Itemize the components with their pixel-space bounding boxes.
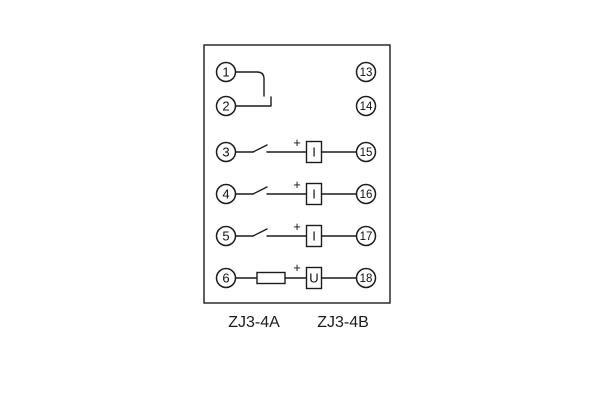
terminal-number: 17 bbox=[360, 231, 373, 243]
model-label-a: ZJ3-4A bbox=[228, 314, 280, 331]
terminal-circle bbox=[355, 141, 377, 163]
polarity-plus-label: + bbox=[293, 177, 301, 192]
terminal-circle bbox=[355, 267, 377, 289]
terminal-number: 3 bbox=[222, 145, 229, 160]
terminal-number: 4 bbox=[222, 187, 229, 202]
current-element-label: I bbox=[312, 229, 316, 244]
terminal-15: 15 bbox=[355, 141, 377, 163]
terminal-circle bbox=[355, 183, 377, 205]
terminal-16: 16 bbox=[355, 183, 377, 205]
polarity-plus-label: + bbox=[293, 260, 301, 275]
terminal-6: 6 bbox=[215, 267, 237, 289]
resistor-symbol bbox=[256, 271, 286, 285]
terminal-1: 1 bbox=[215, 61, 237, 83]
terminal-4: 4 bbox=[215, 183, 237, 205]
terminal-2: 2 bbox=[215, 95, 237, 117]
terminal-circle bbox=[355, 225, 377, 247]
terminal-circle bbox=[355, 61, 377, 83]
terminal-number: 6 bbox=[222, 271, 229, 286]
terminal-number: 15 bbox=[360, 147, 373, 159]
current-element-label: I bbox=[312, 145, 316, 160]
terminal-number: 14 bbox=[360, 101, 373, 113]
diagram-frame bbox=[203, 44, 391, 304]
current-element-label: I bbox=[312, 187, 316, 202]
polarity-plus-label: + bbox=[293, 135, 301, 150]
terminal-number: 2 bbox=[222, 99, 229, 114]
terminal-number: 18 bbox=[360, 273, 373, 285]
terminal-18: 18 bbox=[355, 267, 377, 289]
switch-blade bbox=[252, 186, 268, 195]
terminal-17: 17 bbox=[355, 225, 377, 247]
terminal-number: 16 bbox=[360, 189, 373, 201]
switch-blade bbox=[252, 228, 268, 237]
voltage-element-label: U bbox=[309, 271, 318, 286]
terminal-13: 13 bbox=[355, 61, 377, 83]
terminal-circle bbox=[355, 95, 377, 117]
terminal-3: 3 bbox=[215, 141, 237, 163]
contact-moving-wire bbox=[234, 71, 265, 97]
terminal-number: 5 bbox=[222, 229, 229, 244]
terminal-number: 13 bbox=[360, 67, 373, 79]
terminal-14: 14 bbox=[355, 95, 377, 117]
model-label-b: ZJ3-4B bbox=[317, 314, 369, 331]
contact-fixed-wire bbox=[234, 96, 272, 107]
switch-blade bbox=[252, 144, 268, 153]
polarity-plus-label: + bbox=[293, 219, 301, 234]
terminal-5: 5 bbox=[215, 225, 237, 247]
terminal-number: 1 bbox=[222, 65, 229, 80]
